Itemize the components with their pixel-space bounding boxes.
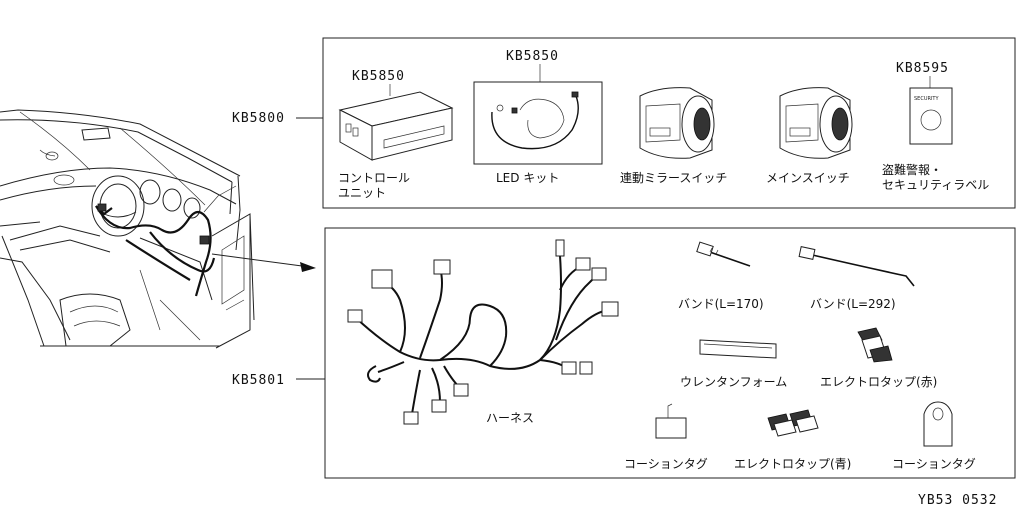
assembly-code-kb5800: KB5800 [232,111,285,126]
urethane-foam-label: ウレンタンフォーム [680,375,787,389]
lower-kit-box [324,227,1016,479]
harness-label: ハーネス [486,411,534,425]
electro-tap-red: エレクトロタップ(赤) [820,327,937,389]
main-switch: メインスイッチ [766,87,853,185]
electro-tap-blue: エレクトロタップ(青) [734,409,851,471]
band-170: バンド(L=170) [678,241,764,311]
urethane-foam: ウレンタンフォーム [680,339,787,389]
band-292: バンド(L=292) [798,246,915,311]
control-unit-code: KB5850 [352,69,405,84]
control-unit: KB5850 コントロール ユニット [338,69,454,200]
control-unit-label-line1: コントロール [338,171,410,185]
led-kit-label: LED キット [496,171,559,185]
caution-tag-1-label: コーションタグ [624,457,708,471]
wire-harness: ハーネス [347,239,619,425]
band-292-label: バンド(L=292) [810,297,896,311]
security-label-line1: 盗難警報・ [882,162,942,177]
electro-tap-blue-label: エレクトロタップ(青) [734,457,851,471]
security-label: KB8595 SECURITY 盗難警報・ セキュリティラベル [882,61,989,192]
caution-tag-2-label: コーションタグ [892,457,976,471]
security-label-code: KB8595 [896,61,949,76]
caution-tag-2: コーションタグ [892,401,976,471]
control-unit-label-line2: ユニット [338,186,386,200]
security-sticker [909,87,953,145]
led-kit-code: KB5850 [506,49,559,64]
led-kit-frame [473,81,603,165]
main-switch-label: メインスイッチ [766,171,850,185]
security-label-line2: セキュリティラベル [882,178,989,192]
mirror-switch: 連動ミラースイッチ [620,87,727,185]
mirror-switch-label: 連動ミラースイッチ [620,171,727,185]
diagram-reference-number: YB53 0532 [918,493,997,508]
led-kit: KB5850 LED キット [473,49,603,185]
assembly-code-kb5801: KB5801 [232,373,285,388]
upper-kit-box [322,37,1016,209]
security-sticker-text: SECURITY [914,96,939,102]
car-interior-illustration [0,109,316,349]
caution-tag-1: コーションタグ [624,403,708,471]
electro-tap-red-label: エレクトロタップ(赤) [820,375,937,389]
band-170-label: バンド(L=170) [678,297,764,311]
